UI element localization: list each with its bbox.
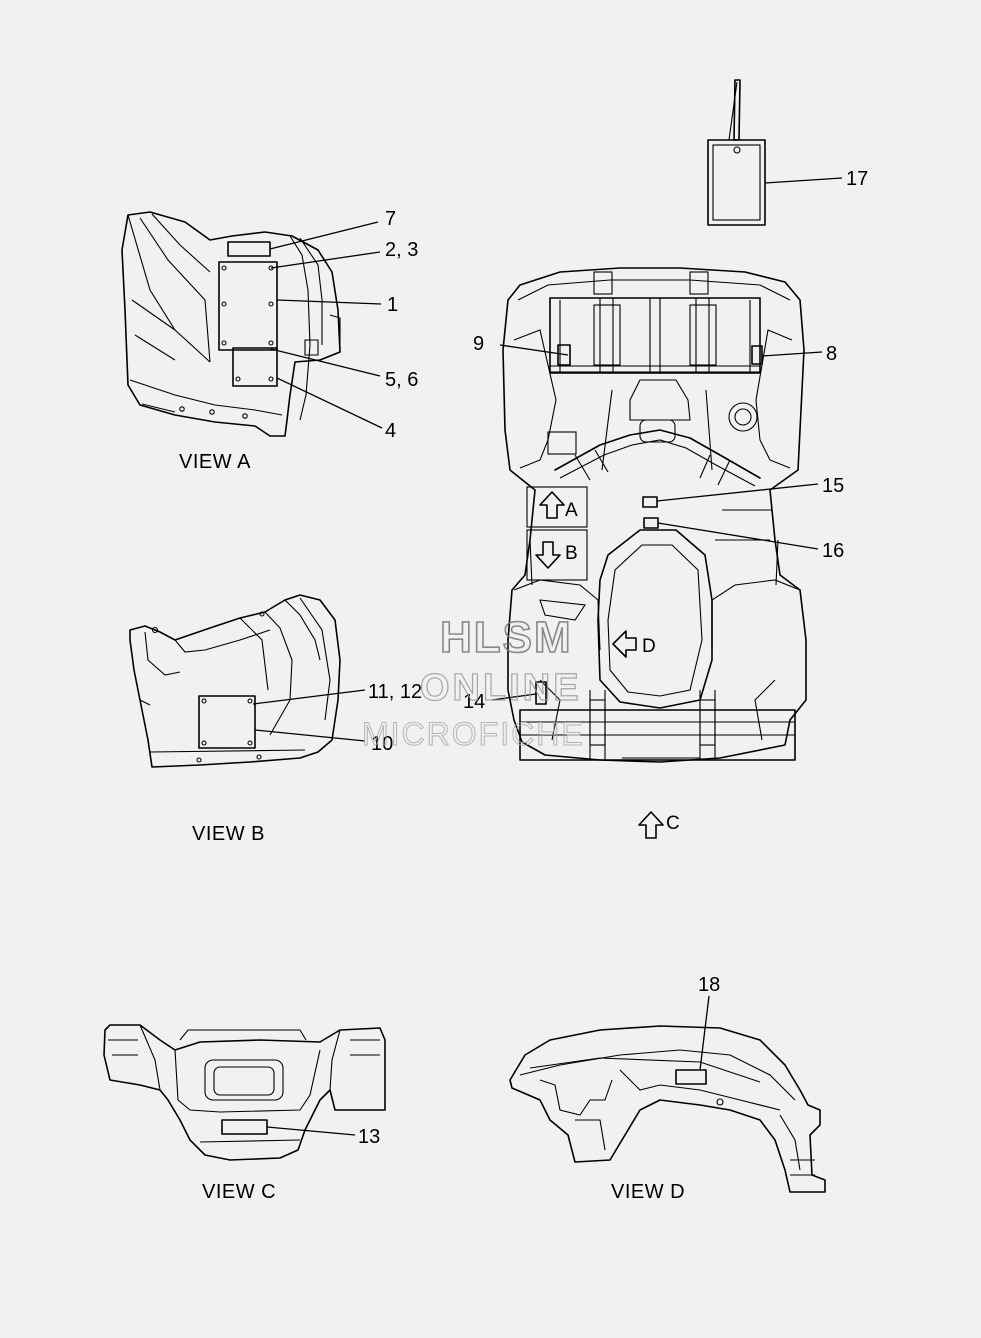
leader-10: [254, 729, 366, 742]
callout-10: 10: [371, 733, 393, 755]
view-d-drawing: [509, 1025, 826, 1193]
callout-14: 14: [463, 691, 485, 713]
view-c-label: VIEW C: [202, 1181, 276, 1203]
view-b-drawing: [129, 594, 341, 768]
callout-4: 4: [385, 420, 396, 442]
leader-1: [276, 299, 382, 305]
leader-9: [499, 344, 569, 356]
callout-15: 15: [822, 475, 844, 497]
leader-2-3: [270, 251, 381, 269]
callout-9: 9: [473, 333, 484, 355]
callout-13: 13: [358, 1126, 380, 1148]
callout-5-6: 5, 6: [385, 369, 418, 391]
arrow-c-label: C: [666, 813, 680, 834]
leader-14: [491, 693, 537, 701]
leader-8: [761, 351, 823, 357]
arrow-a-label: A: [565, 500, 578, 521]
view-d-label: VIEW D: [611, 1181, 685, 1203]
watermark-line-1: HLSM: [440, 613, 573, 662]
leader-7: [269, 221, 379, 250]
leader-16: [657, 522, 819, 550]
leader-5-6: [270, 348, 381, 377]
callout-8: 8: [826, 343, 837, 365]
callout-1: 1: [387, 294, 398, 316]
view-a-drawing: [121, 211, 341, 437]
callout-7: 7: [385, 208, 396, 230]
arrow-d-label: D: [642, 636, 656, 657]
atv-top-view-drawing: [502, 267, 807, 839]
view-c-drawing: [103, 1024, 386, 1161]
leader-4: [276, 377, 383, 429]
callout-16: 16: [822, 540, 844, 562]
arrow-b-label: B: [565, 543, 578, 564]
view-a-label: VIEW A: [179, 451, 251, 473]
callout-18: 18: [698, 974, 720, 996]
leader-18: [699, 995, 710, 1071]
callout-2-3: 2, 3: [385, 239, 418, 261]
hang-tag-drawing: [707, 79, 766, 226]
view-b-label: VIEW B: [192, 823, 265, 845]
callout-11-12: 11, 12: [368, 681, 422, 703]
leader-11-12: [252, 689, 366, 705]
leader-13: [266, 1126, 356, 1136]
watermark-line-2: ONLINE: [420, 667, 582, 709]
leader-17: [764, 177, 843, 184]
watermark: HLSM ONLINE MICROFICHE: [362, 612, 585, 752]
callout-17: 17: [846, 168, 868, 190]
leader-15: [656, 483, 819, 502]
watermark-line-3: MICROFICHE: [362, 716, 585, 752]
